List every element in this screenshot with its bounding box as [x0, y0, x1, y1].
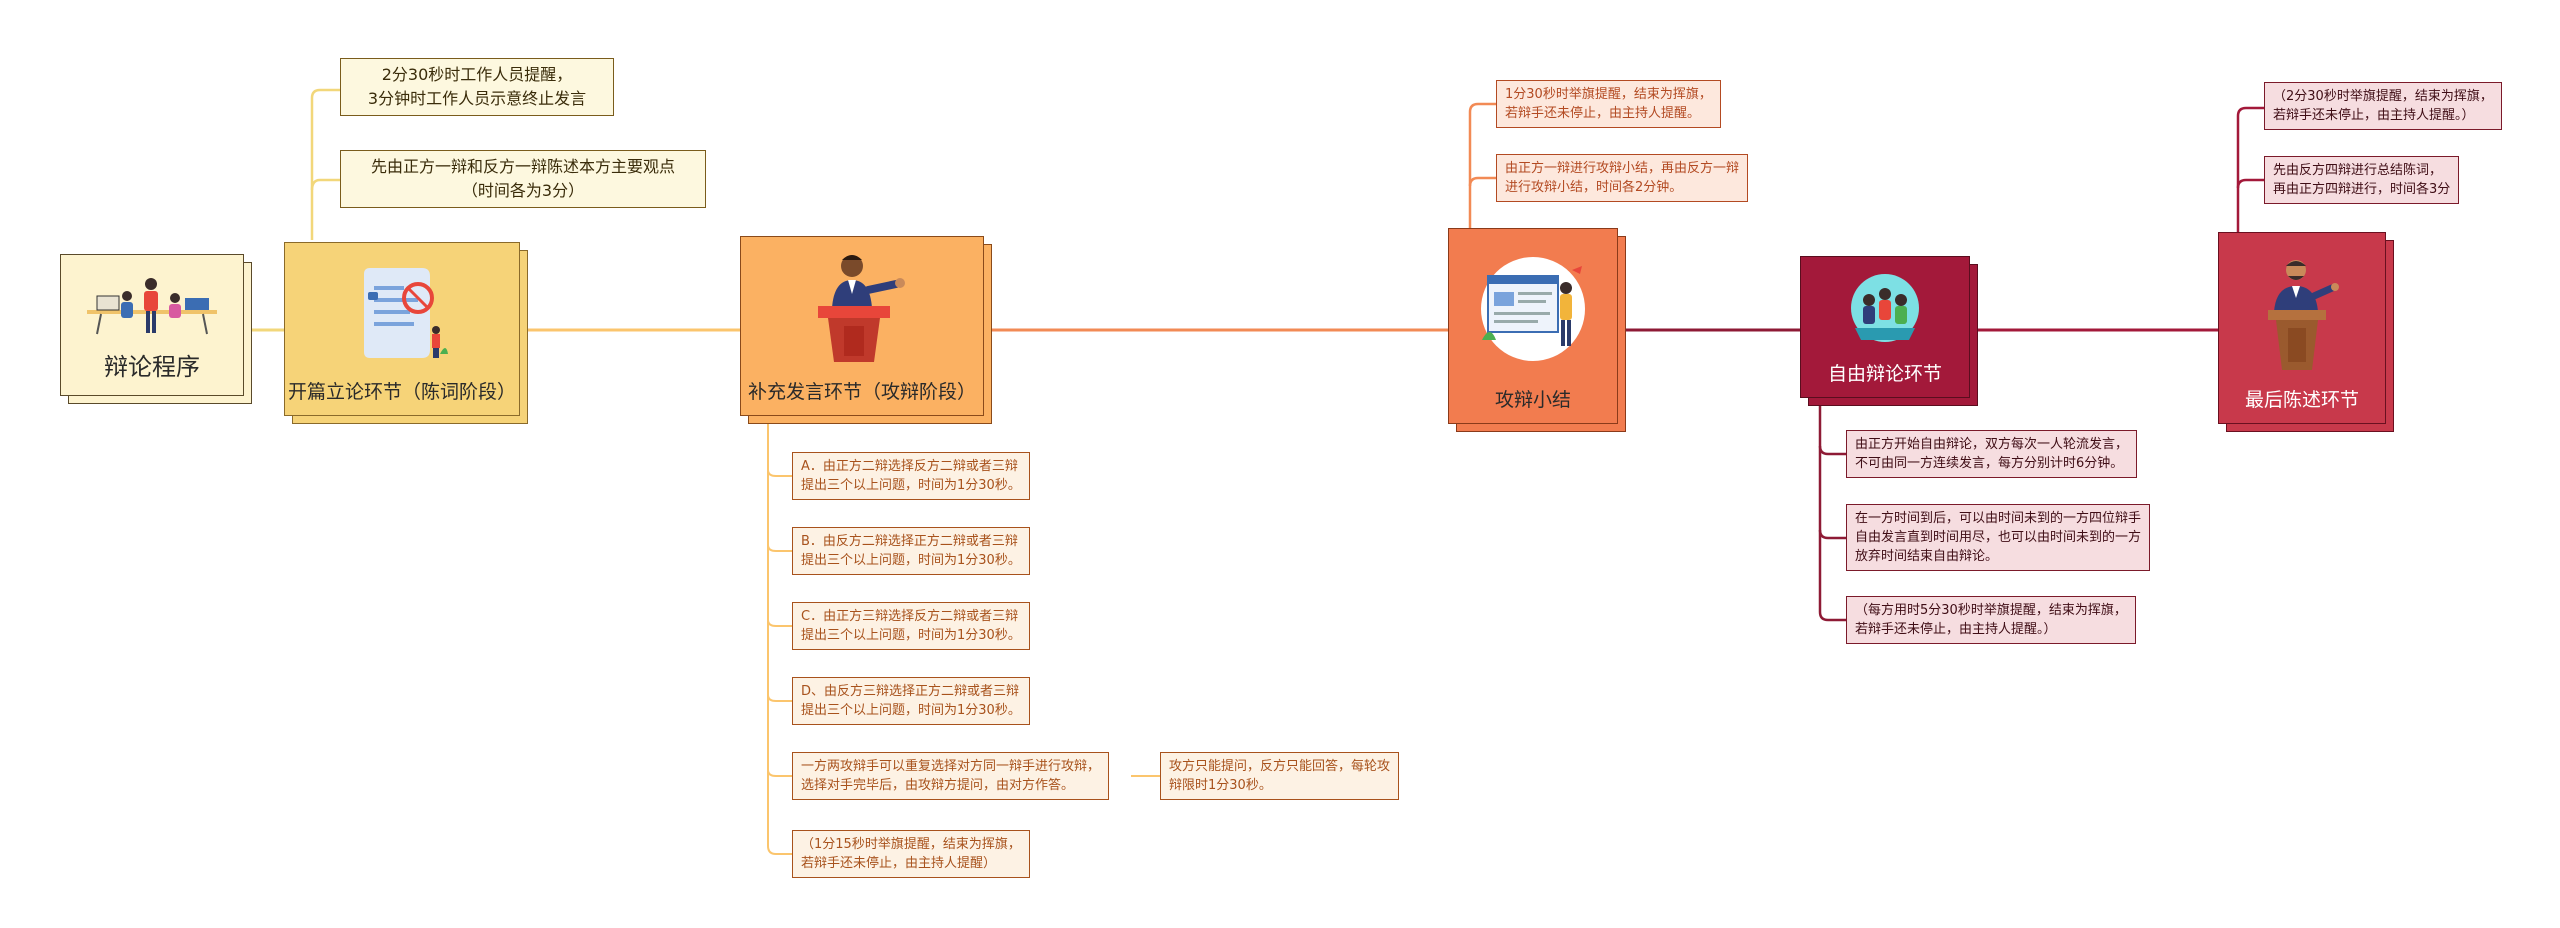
stage-opening-label: 开篇立论环节（陈词阶段） — [287, 381, 516, 403]
stage-free-debate-note[interactable]: 由正方开始自由辩论，双方每次一人轮流发言，不可由同一方连续发言，每方分别计时6分… — [1846, 430, 2138, 478]
stage-opening-note[interactable]: 先由正方一辩和反方一辩陈述本方主要观点（时间各为3分） — [340, 150, 706, 208]
stage-supplement-subnote[interactable]: 攻方只能提问，反方只能回答，每轮攻辩限时1分30秒。 — [1160, 752, 1400, 800]
stage-supplement-note[interactable]: C．由正方三辩选择反方二辩或者三辩提出三个以上问题，时间为1分30秒。 — [792, 602, 1030, 650]
stage-free-debate-note[interactable]: 在一方时间到后，可以由时间未到的一方四位辩手自由发言直到时间用尽，也可以由时间未… — [1846, 504, 2151, 571]
stage-free-debate-note[interactable]: （每方用时5分30秒时举旗提醒，结束为挥旗，若辩手还未停止，由主持人提醒。） — [1846, 596, 2136, 644]
stage-opening-note[interactable]: 2分30秒时工作人员提醒，3分钟时工作人员示意终止发言 — [340, 58, 614, 116]
presentation-board-icon — [1476, 254, 1590, 364]
stage-summary-label: 攻辩小结 — [1494, 389, 1571, 411]
stage-free-debate-node[interactable]: 自由辩论环节 — [1800, 256, 1978, 406]
stage-supplement-note[interactable]: A．由正方二辩选择反方二辩或者三辩提出三个以上问题，时间为1分30秒。 — [792, 452, 1030, 500]
stage-final-statement-note[interactable]: 先由反方四辩进行总结陈词，再由正方四辩进行，时间各3分 — [2264, 156, 2460, 204]
stage-final-statement-node[interactable]: 最后陈述环节 — [2218, 232, 2394, 432]
stage-supplement-note[interactable]: D、由反方三辩选择正方二辩或者三辩提出三个以上问题，时间为1分30秒。 — [792, 677, 1030, 725]
speaker-podium-icon — [2262, 254, 2342, 374]
debate-team-icon — [87, 274, 217, 344]
stage-supplement-node[interactable]: 补充发言环节（攻辩阶段） — [740, 236, 992, 424]
stage-opening-node[interactable]: 开篇立论环节（陈词阶段） — [284, 242, 528, 424]
stage-final-statement-note[interactable]: （2分30秒时举旗提醒，结束为挥旗，若辩手还未停止，由主持人提醒。） — [2264, 82, 2502, 130]
speaker-podium-icon — [812, 250, 912, 366]
team-discussion-icon — [1845, 272, 1925, 346]
stage-summary-node[interactable]: 攻辩小结 — [1448, 228, 1626, 432]
stage-free-debate-label: 自由辩论环节 — [1827, 363, 1942, 385]
stage-final-statement-label: 最后陈述环节 — [2244, 389, 2359, 411]
stage-supplement-note[interactable]: B．由反方二辩选择正方二辩或者三辩提出三个以上问题，时间为1分30秒。 — [792, 527, 1030, 575]
document-review-icon — [352, 262, 452, 362]
stage-summary-note[interactable]: 由正方一辩进行攻辩小结，再由反方一辩进行攻辩小结，时间各2分钟。 — [1496, 154, 1749, 202]
stage-supplement-label: 补充发言环节（攻辩阶段） — [747, 381, 976, 403]
root-node[interactable]: 辩论程序 — [60, 254, 252, 404]
stage-supplement-note[interactable]: 一方两攻辩手可以重复选择对方同一辩手进行攻辩，选择对手完毕后，由攻辩方提问，由对… — [792, 752, 1110, 800]
stage-supplement-note[interactable]: （1分15秒时举旗提醒，结束为挥旗，若辩手还未停止，由主持人提醒） — [792, 830, 1030, 878]
root-label: 辩论程序 — [104, 353, 200, 381]
stage-summary-note[interactable]: 1分30秒时举旗提醒，结束为挥旗，若辩手还未停止，由主持人提醒。 — [1496, 80, 1721, 128]
